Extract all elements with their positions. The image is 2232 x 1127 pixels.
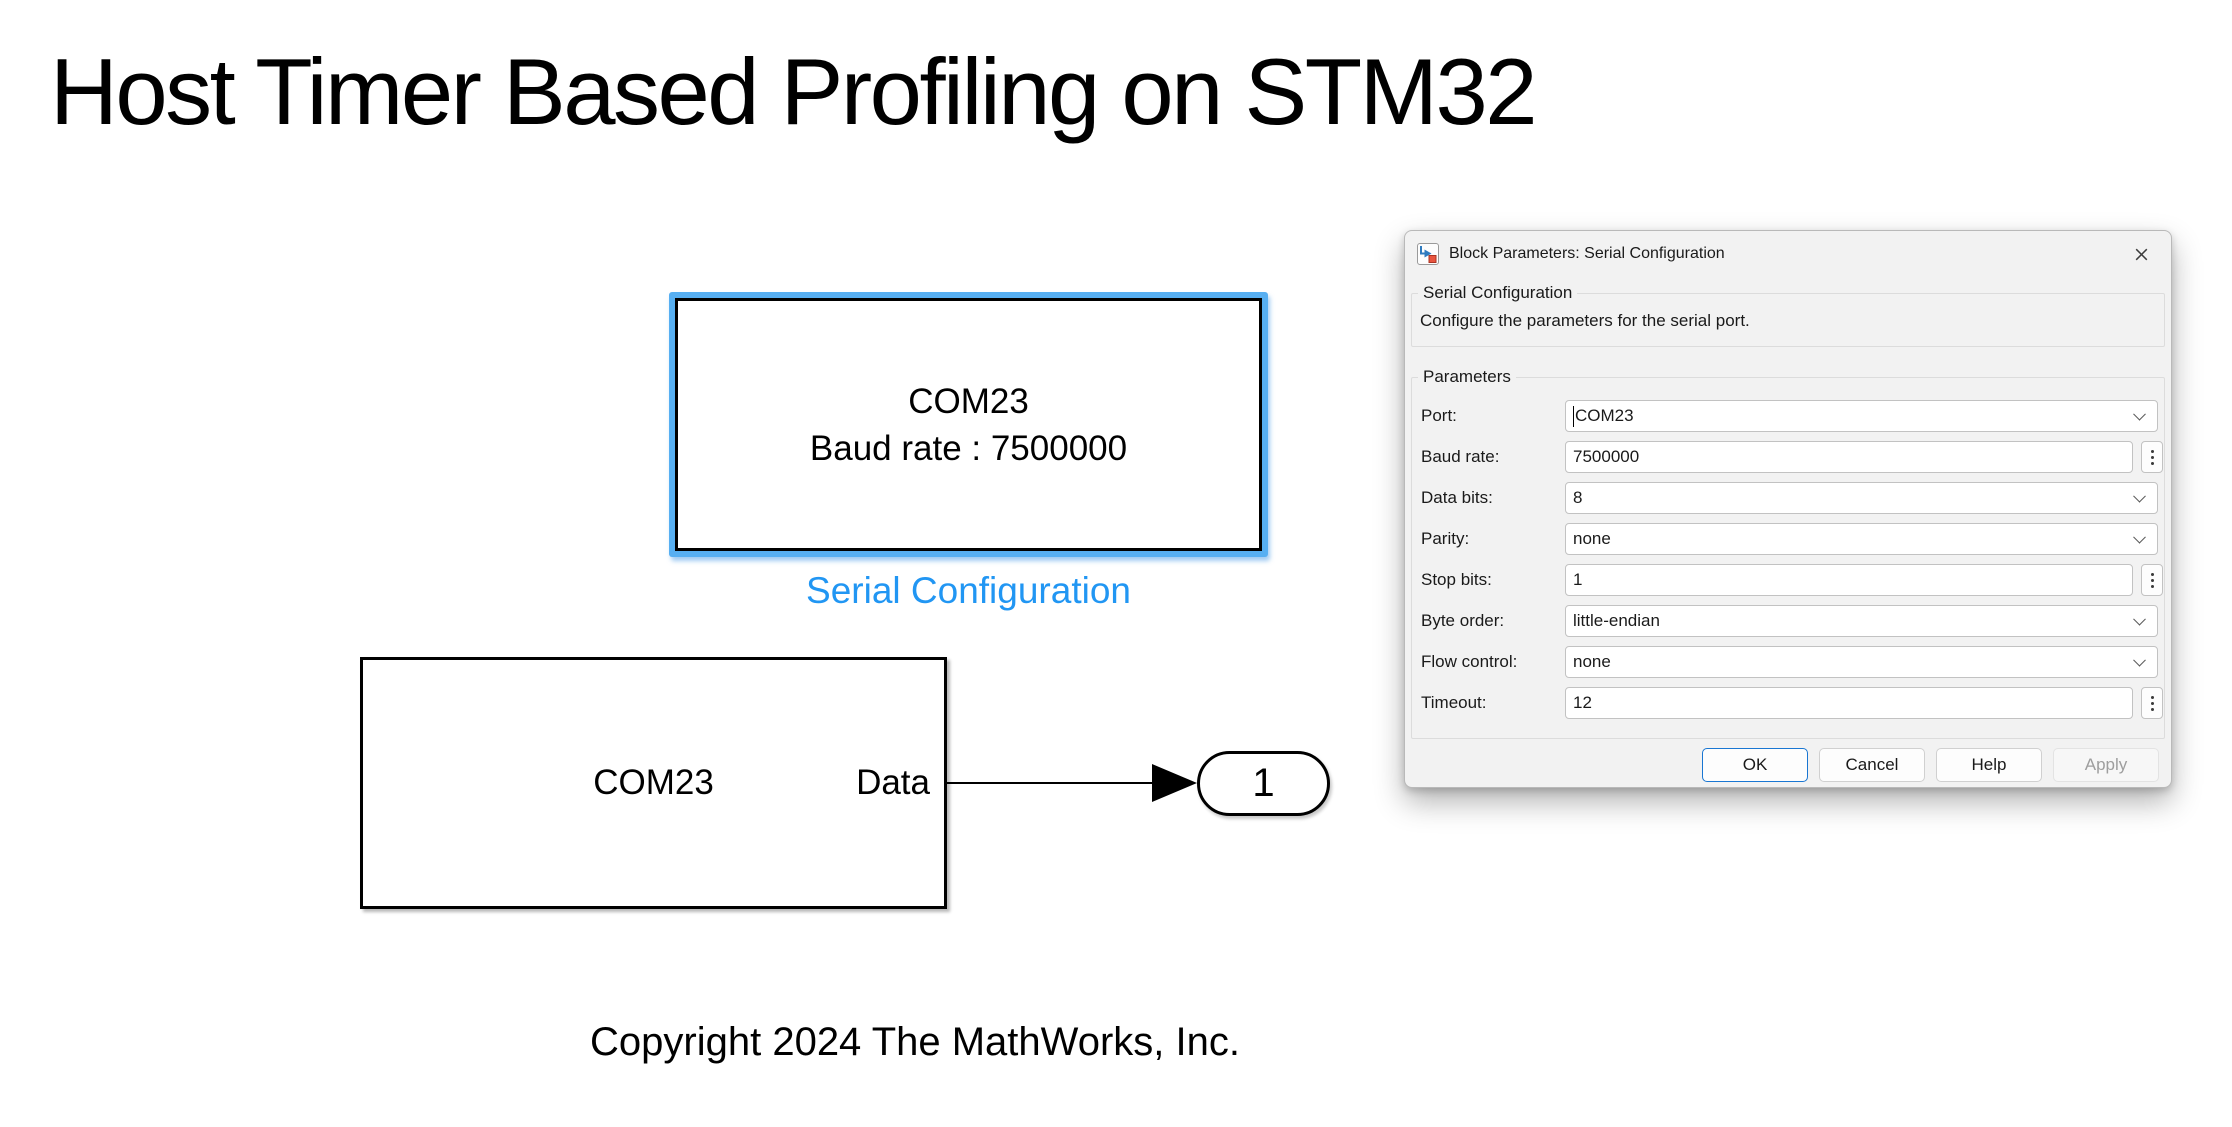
dialog-titlebar[interactable]: Block Parameters: Serial Configuration — [1405, 231, 2171, 277]
outport-number: 1 — [1252, 761, 1275, 805]
serial-configuration-group: Serial Configuration Configure the param… — [1411, 283, 2165, 347]
chevron-down-icon — [2133, 612, 2146, 626]
field-label: Byte order: — [1421, 611, 1505, 630]
ok-button[interactable]: OK — [1702, 748, 1808, 782]
field-value: little-endian — [1573, 611, 1660, 630]
parameters-group: Parameters Port: COM23 Baud rate: 750000… — [1411, 367, 2165, 739]
chevron-down-icon — [2133, 653, 2146, 667]
group-legend: Serial Configuration — [1418, 283, 1578, 303]
chevron-down-icon — [2133, 530, 2146, 544]
signal-wire[interactable] — [947, 782, 1159, 784]
wire-arrowhead-icon — [1152, 764, 1197, 802]
block-parameters-dialog: Block Parameters: Serial Configuration S… — [1404, 230, 2172, 788]
field-row-baud-rate: Baud rate: 7500000 — [1421, 441, 2164, 473]
field-label: Flow control: — [1421, 652, 1518, 671]
model-title-annotation: Host Timer Based Profiling on STM32 — [50, 39, 1538, 144]
field-row-byte-order: Byte order: little-endian — [1421, 605, 2164, 637]
field-row-stop-bits: Stop bits: 1 — [1421, 564, 2164, 596]
apply-button[interactable]: Apply — [2053, 748, 2159, 782]
vertical-dots-icon[interactable] — [2141, 441, 2163, 473]
serial-configuration-block-body: COM23 Baud rate : 7500000 — [675, 298, 1262, 551]
dialog-button-row: OK Cancel Help Apply — [1405, 748, 2159, 782]
field-value: 1 — [1573, 570, 1583, 589]
data-bits-combobox[interactable]: 8 — [1565, 482, 2158, 514]
parity-combobox[interactable]: none — [1565, 523, 2158, 555]
serial-configuration-block-label: Serial Configuration — [806, 570, 1131, 611]
field-row-data-bits: Data bits: 8 — [1421, 482, 2164, 514]
serial-config-port-text: COM23 — [908, 381, 1029, 421]
vertical-dots-icon[interactable] — [2141, 687, 2163, 719]
serial-config-baud-text: Baud rate : 7500000 — [809, 428, 1128, 468]
field-value: 7500000 — [1573, 447, 1640, 466]
byte-order-combobox[interactable]: little-endian — [1565, 605, 2158, 637]
chevron-down-icon — [2133, 489, 2146, 503]
dialog-description: Configure the parameters for the serial … — [1420, 311, 1750, 330]
text-caret — [1573, 405, 1574, 427]
com23-block-name: COM23 — [593, 763, 714, 802]
field-row-timeout: Timeout: 12 — [1421, 687, 2164, 719]
field-value: 12 — [1573, 693, 1592, 712]
field-value: none — [1573, 652, 1611, 671]
help-button[interactable]: Help — [1936, 748, 2042, 782]
field-label: Stop bits: — [1421, 570, 1492, 589]
serial-configuration-block[interactable]: COM23 Baud rate : 7500000 — [669, 292, 1268, 557]
field-label: Data bits: — [1421, 488, 1493, 507]
timeout-input[interactable]: 12 — [1565, 687, 2133, 719]
outport-block[interactable]: 1 — [1197, 751, 1330, 816]
field-value: 8 — [1573, 488, 1583, 507]
field-row-port: Port: COM23 — [1421, 400, 2164, 432]
field-label: Port: — [1421, 406, 1457, 425]
field-row-flow-control: Flow control: none — [1421, 646, 2164, 678]
field-row-parity: Parity: none — [1421, 523, 2164, 555]
field-label: Timeout: — [1421, 693, 1487, 712]
field-label: Parity: — [1421, 529, 1470, 548]
cancel-button[interactable]: Cancel — [1819, 748, 1925, 782]
field-value: none — [1573, 529, 1611, 548]
dialog-title: Block Parameters: Serial Configuration — [1449, 245, 1725, 262]
com23-block[interactable]: COM23 Data — [360, 657, 947, 909]
field-value: COM23 — [1575, 406, 1634, 425]
simulink-block-icon — [1417, 243, 1439, 265]
field-label: Baud rate: — [1421, 447, 1500, 466]
copyright-annotation: Copyright 2024 The MathWorks, Inc. — [590, 1020, 1240, 1064]
vertical-dots-icon[interactable] — [2141, 564, 2163, 596]
port-combobox[interactable]: COM23 — [1565, 400, 2158, 432]
data-output-port-label: Data — [856, 763, 930, 802]
group-legend: Parameters — [1418, 367, 1516, 387]
close-icon[interactable] — [2123, 236, 2159, 272]
baud-rate-input[interactable]: 7500000 — [1565, 441, 2133, 473]
stop-bits-input[interactable]: 1 — [1565, 564, 2133, 596]
flow-control-combobox[interactable]: none — [1565, 646, 2158, 678]
chevron-down-icon — [2133, 407, 2146, 421]
